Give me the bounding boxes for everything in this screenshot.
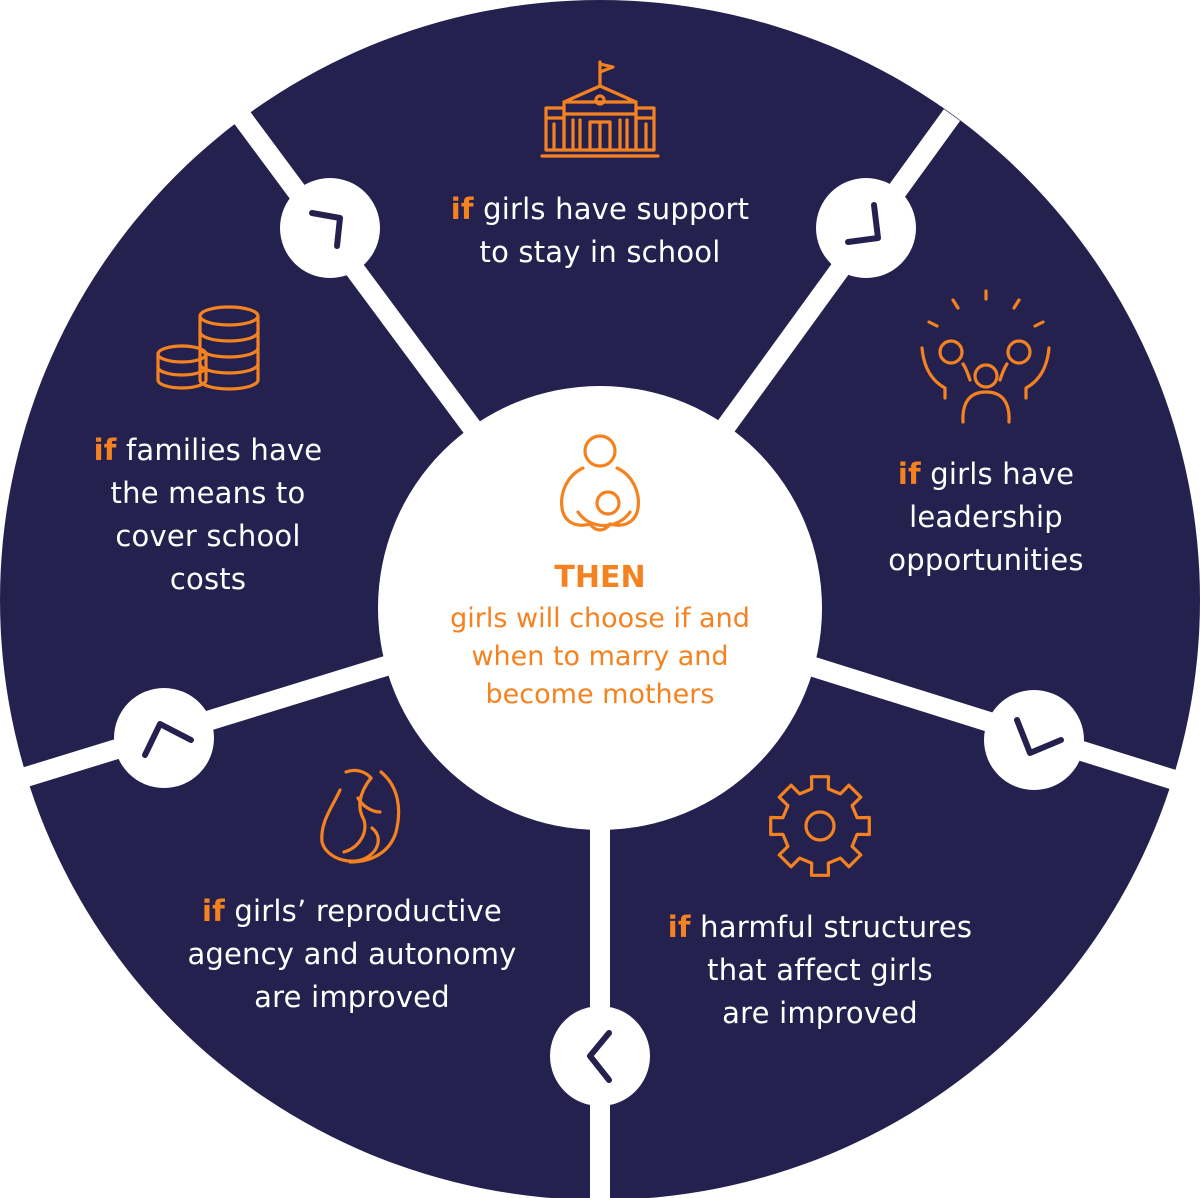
segment-text-reproductive: if girls’ reproductive agency and autono… [160,890,544,1019]
chevron-icon [309,210,343,249]
text-line: to stay in school [479,235,721,269]
text-line: are improved [254,980,450,1014]
if-keyword: if [450,192,474,226]
arrow-node-top-left [280,178,380,278]
pregnant-woman-icon [320,768,401,864]
chevron-icon [1014,717,1064,756]
arrow-node-top-right [816,178,916,278]
arrow-node-right [984,690,1084,790]
segment-text-structures: if harmful structures that affect girls … [632,906,1008,1035]
gear-icon [769,775,871,877]
coins-icon [156,305,260,391]
school-building-icon [540,60,660,158]
chevron-icon [587,1030,612,1083]
text-line: harmful structures [690,910,973,944]
center-line: when to marry and [471,641,729,672]
text-line: girls’ reproductive [225,894,502,928]
if-keyword: if [202,894,226,928]
segment-text-families: if families have the means to cover scho… [72,429,344,601]
chevron-icon [845,202,881,245]
mother-and-baby-icon [560,434,640,532]
text-line: cover school [115,519,301,553]
segment-text-school: if girls have support to stay in school [390,188,810,274]
text-line: that affect girls [707,953,933,987]
text-line: are improved [722,996,918,1030]
text-line: families have [116,433,323,467]
text-line: the means to [110,476,306,510]
center-circle [378,386,822,830]
if-keyword: if [667,910,691,944]
text-line: girls have support [473,192,750,226]
text-line: agency and autonomy [187,937,517,971]
text-line: leadership [909,500,1063,534]
people-celebrating-icon [920,289,1051,424]
center-outcome: THEN girls will choose if and when to ma… [400,556,800,714]
segment-text-leadership: if girls have leadership opportunities [850,453,1122,582]
if-keyword: if [93,433,117,467]
arrow-node-bottom [550,1006,650,1106]
center-title: THEN [554,560,646,595]
chevron-icon [142,721,194,758]
center-line: girls will choose if and [450,603,750,634]
text-line: opportunities [888,543,1084,577]
center-line: become mothers [485,679,715,710]
text-line: girls have [920,457,1075,491]
if-keyword: if [897,457,921,491]
text-line: costs [169,562,247,596]
arrow-node-left [114,688,214,788]
